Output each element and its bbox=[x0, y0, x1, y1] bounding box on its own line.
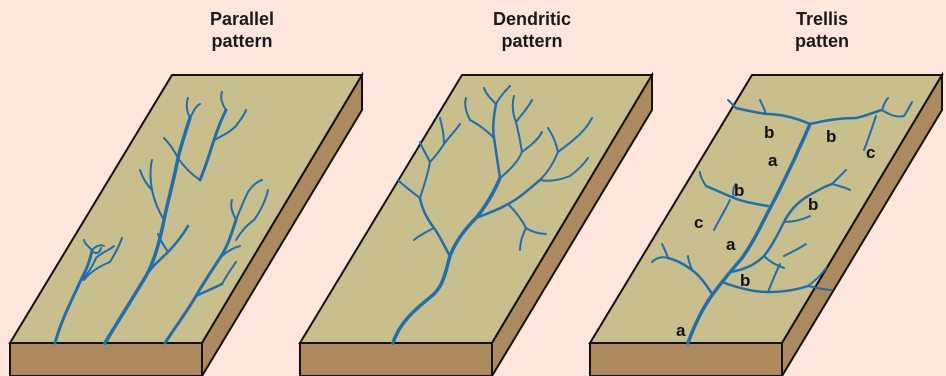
label-a: a bbox=[768, 151, 778, 170]
block-top bbox=[10, 75, 362, 343]
label-b: b bbox=[808, 195, 818, 214]
label-b: b bbox=[740, 271, 750, 290]
block-front bbox=[300, 343, 492, 376]
label-b: b bbox=[764, 123, 774, 142]
label-b: b bbox=[734, 181, 744, 200]
label-c: c bbox=[866, 143, 875, 162]
label-a: a bbox=[726, 235, 736, 254]
block-front bbox=[590, 343, 782, 376]
label-b: b bbox=[826, 127, 836, 146]
label-a: a bbox=[676, 321, 686, 340]
block-front bbox=[10, 343, 202, 376]
label-c: c bbox=[694, 213, 703, 232]
